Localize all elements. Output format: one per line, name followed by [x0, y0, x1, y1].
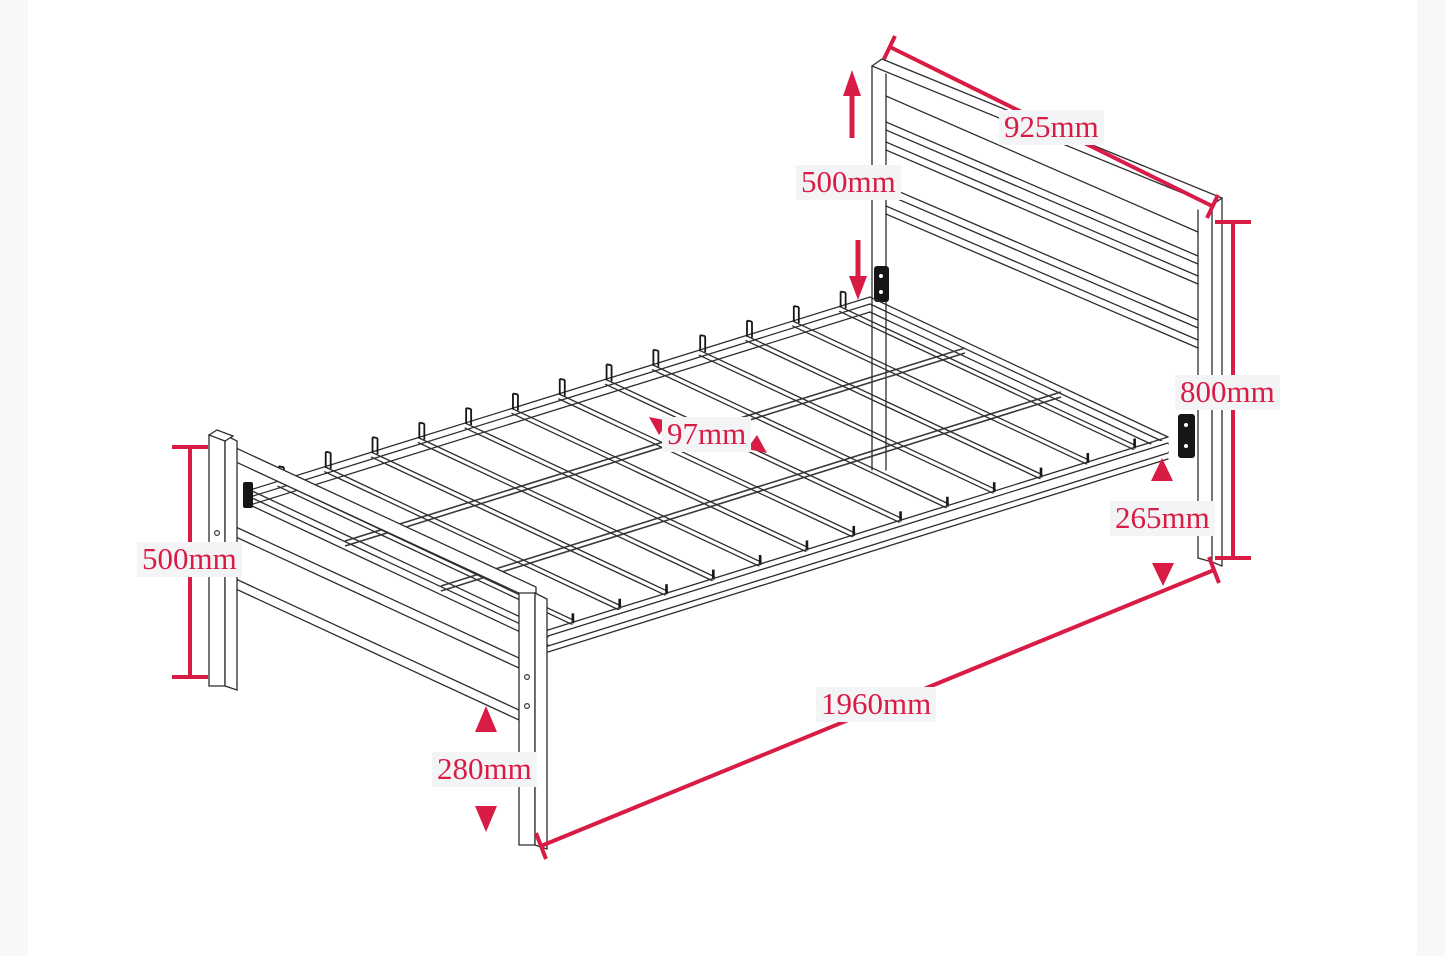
slat-line: [745, 339, 1043, 481]
rail-bracket-right: [1178, 414, 1195, 458]
slats: [277, 290, 1137, 626]
rail-bracket-foot: [243, 482, 253, 508]
foot-cross-rail: [249, 489, 549, 646]
arrow-down-icon: [849, 276, 867, 300]
rail-bracket-left: [874, 266, 889, 302]
arrow-down-icon: [475, 806, 497, 832]
slat-line: [653, 348, 659, 352]
slat-line: [604, 383, 903, 524]
slat-line: [278, 465, 285, 469]
dim-footboard-bar-to-floor: [475, 706, 497, 832]
slat-line: [745, 334, 1043, 476]
slat-line: [464, 422, 762, 563]
headboard: [871, 58, 1224, 567]
slat-line: [464, 427, 762, 568]
slat-line: [325, 450, 331, 454]
slat-line: [793, 305, 799, 308]
dimension-label-footboard-bar-to-floor: 280mm: [432, 752, 537, 787]
slat-line: [558, 393, 856, 534]
slat-line: [419, 421, 425, 425]
arrow-up-icon: [475, 706, 497, 732]
slat-line: [558, 398, 856, 539]
slat-line: [746, 319, 753, 323]
drawing-canvas: [28, 0, 1417, 956]
slat-line: [512, 392, 519, 396]
dim-headboard-above-rail: [843, 70, 867, 300]
slat-line: [651, 369, 950, 510]
right-side-rail: [547, 436, 1169, 654]
slat-line: [417, 441, 715, 583]
slat-line: [792, 320, 1090, 461]
slat-line: [324, 471, 622, 612]
dimension-label-bed-length: 1960mm: [816, 687, 937, 722]
slat-line: [372, 436, 378, 440]
dimension-label-rail-to-floor: 265mm: [1110, 501, 1215, 536]
dimension-label-headboard-width: 925mm: [999, 110, 1104, 145]
slat-line: [792, 325, 1090, 466]
slat-line: [700, 334, 706, 338]
slat-line: [511, 407, 809, 549]
dimension-label-headboard-height: 800mm: [1175, 375, 1280, 410]
slat-line: [698, 354, 996, 495]
slat-line: [465, 407, 472, 410]
dim-rail-to-floor: [1151, 458, 1174, 586]
slat-line: [651, 364, 950, 505]
slat-line: [559, 378, 565, 381]
dimension-label-slat-spacing: 97mm: [662, 417, 752, 452]
slat-line: [511, 412, 809, 554]
dimension-label-footboard-height: 500mm: [137, 542, 242, 577]
arrow-up-icon: [843, 70, 861, 96]
slat-line: [370, 451, 669, 592]
arrow-down-icon: [1152, 563, 1174, 586]
arrow-up-icon: [1151, 458, 1173, 481]
slat-platform: [249, 290, 1169, 654]
slat-line: [840, 290, 846, 294]
slat-line: [417, 436, 715, 578]
slat-line: [324, 466, 622, 607]
slat-line: [838, 305, 1137, 447]
slat-line: [698, 349, 996, 490]
dimension-label-headboard-above-rail: 500mm: [796, 165, 901, 200]
slat-line: [606, 363, 612, 367]
arrow-down-right-icon: [747, 435, 767, 453]
slat-line: [370, 456, 669, 597]
slat-line: [838, 310, 1137, 452]
